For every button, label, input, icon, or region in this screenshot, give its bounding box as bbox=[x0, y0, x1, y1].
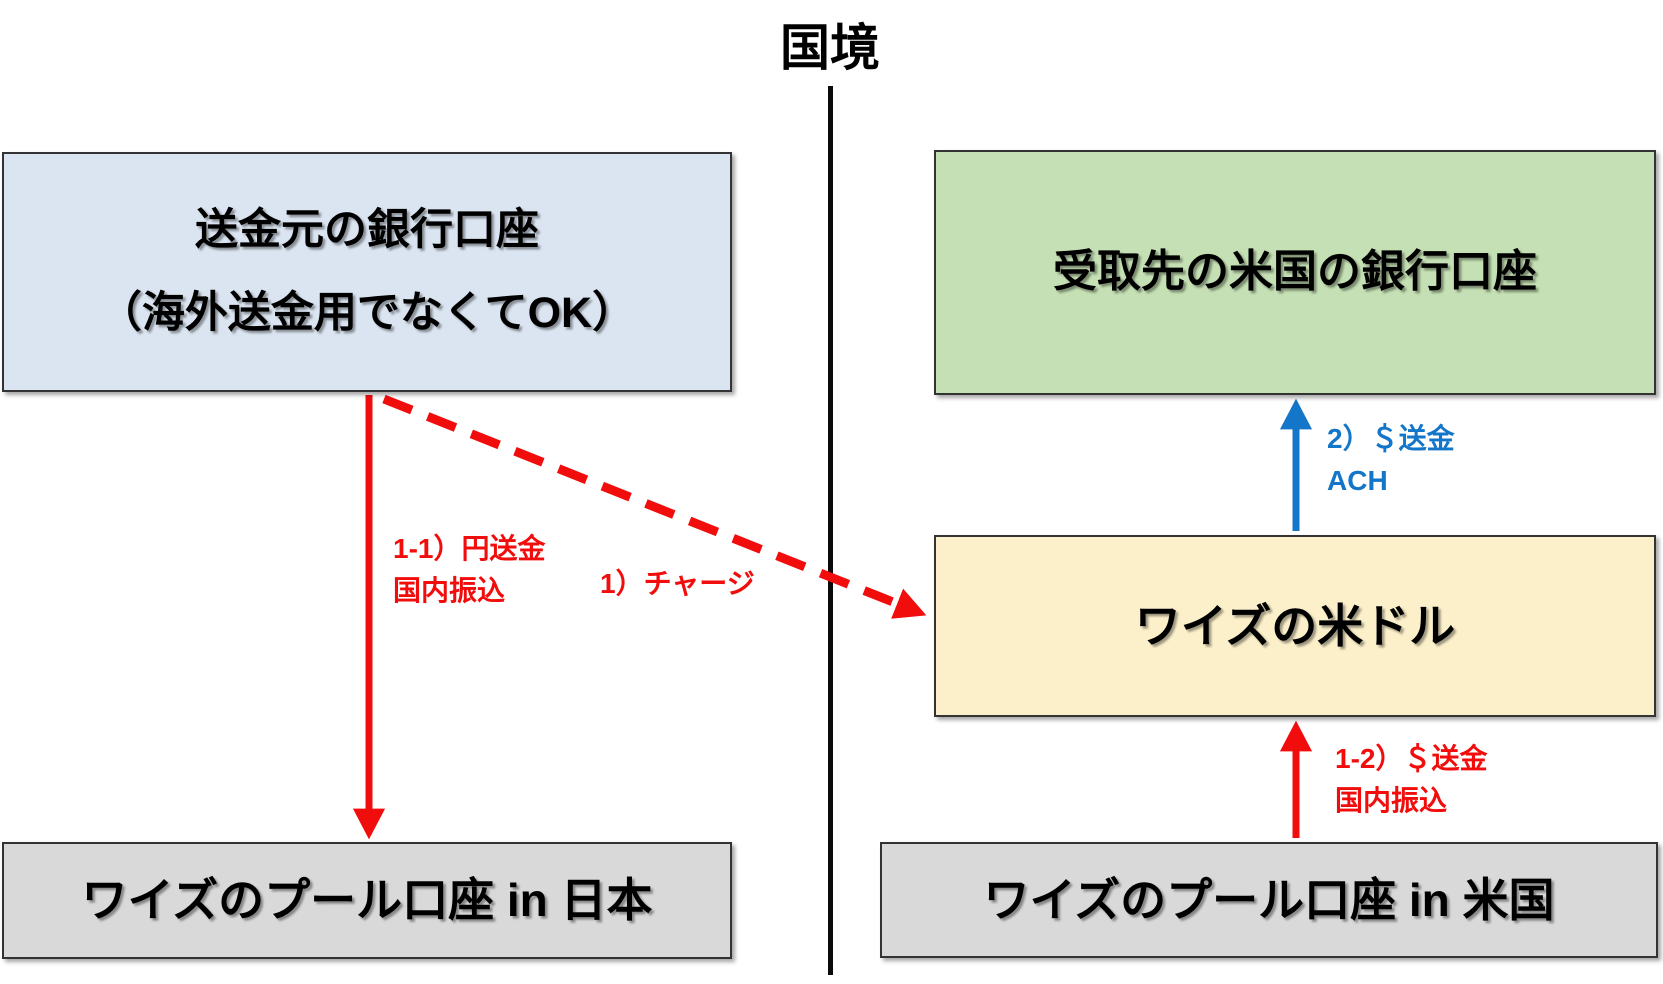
sender-bank-label-line2: （海外送金用でなくてOK） bbox=[98, 289, 636, 337]
label-yen-transfer-line2: 国内振込 bbox=[393, 575, 506, 606]
label-yen-transfer: 1-1）円送金 国内振込 bbox=[393, 528, 545, 612]
wise-pool-japan-box: ワイズのプール口座 in 日本 bbox=[2, 842, 732, 959]
wise-pool-us-label: ワイズのプール口座 in 米国 bbox=[983, 873, 1555, 926]
border-title: 国境 bbox=[780, 20, 880, 76]
label-usd-domestic: 1-2）＄送金 国内振込 bbox=[1335, 738, 1487, 822]
label-charge: 1）チャージ bbox=[600, 563, 755, 605]
sender-bank-label-line1: 送金元の銀行口座 bbox=[195, 205, 539, 254]
wise-pool-us-box: ワイズのプール口座 in 米国 bbox=[880, 842, 1658, 958]
label-usd-ach-line1: 2）＄送金 bbox=[1327, 423, 1455, 454]
wise-usd-box: ワイズの米ドル bbox=[934, 535, 1656, 717]
label-usd-ach-line2: ACH bbox=[1327, 465, 1388, 496]
label-usd-domestic-line1: 1-2）＄送金 bbox=[1335, 743, 1488, 774]
label-usd-ach: 2）＄送金 ACH bbox=[1327, 418, 1455, 502]
recipient-us-bank-label: 受取先の米国の銀行口座 bbox=[1053, 247, 1537, 297]
recipient-us-bank-box: 受取先の米国の銀行口座 bbox=[934, 150, 1656, 395]
wise-pool-japan-label: ワイズのプール口座 in 日本 bbox=[81, 874, 653, 927]
country-border-line bbox=[828, 86, 833, 975]
label-charge-text: 1）チャージ bbox=[600, 568, 755, 599]
label-yen-transfer-line1: 1-1）円送金 bbox=[393, 533, 546, 564]
sender-bank-box: 送金元の銀行口座 （海外送金用でなくてOK） bbox=[2, 152, 732, 392]
wise-usd-label: ワイズの米ドル bbox=[1134, 599, 1456, 652]
label-usd-domestic-line2: 国内振込 bbox=[1335, 785, 1448, 816]
